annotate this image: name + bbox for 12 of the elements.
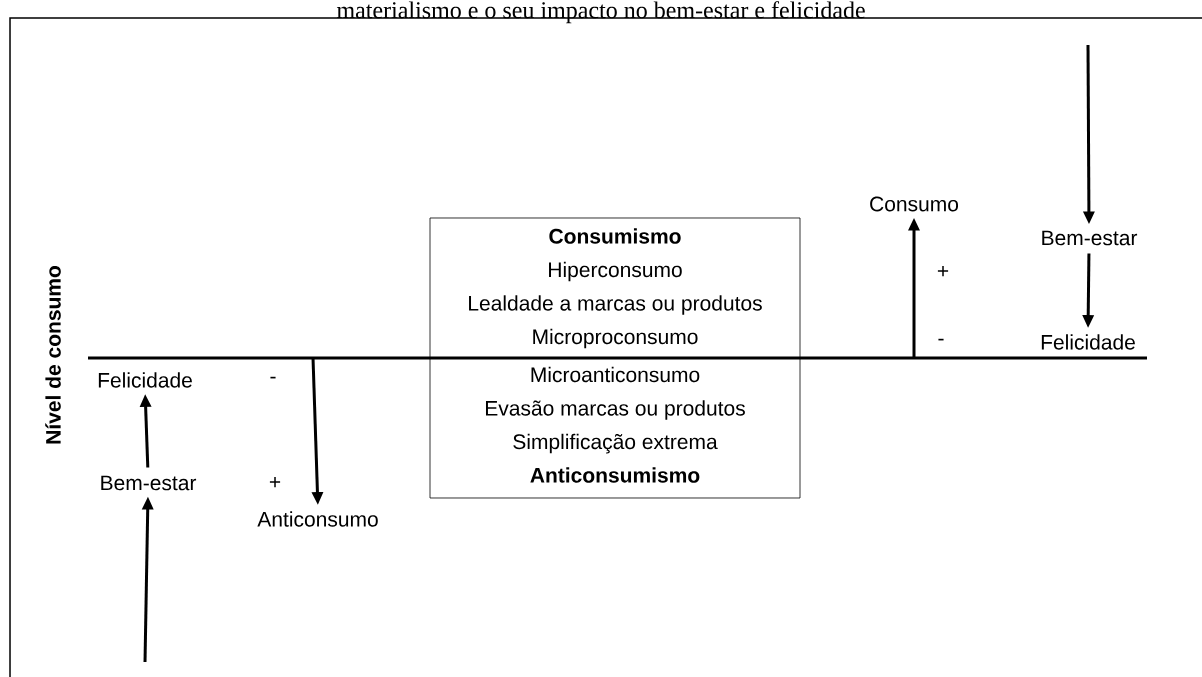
node-label: Felicidade (1041, 334, 1135, 350)
node-label: Anticonsumo (257, 511, 378, 527)
axis-title: Nível de consumo (45, 265, 61, 444)
node-label: Felicidade (98, 372, 192, 388)
sign-label: + (937, 265, 949, 277)
node-label: Consumo (870, 196, 959, 212)
sign-label: - (270, 376, 276, 379)
sign-label: - (938, 338, 944, 341)
node-label: Bem-estar (101, 475, 197, 491)
text-box: Consumismo Hiperconsumo Lealdade a marcas ou produtos Microproconsumo Microanticonsumo Evasão marcas ou produtos Simplificação extrema Anticonsumismo (429, 217, 801, 499)
node-label: Bem-estar (1042, 230, 1138, 246)
sign-label: + (269, 476, 281, 488)
